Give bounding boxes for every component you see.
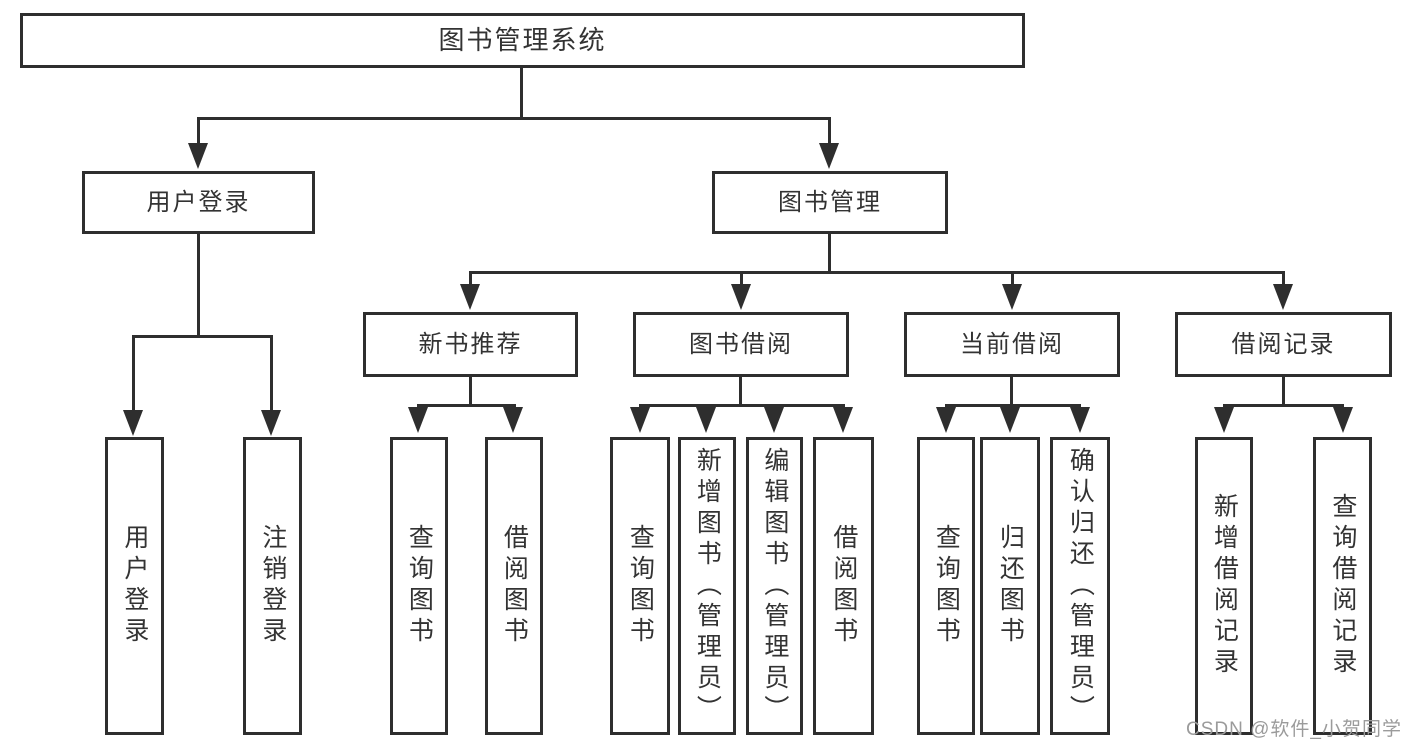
connector-line xyxy=(740,271,743,289)
connector-arrow-icon xyxy=(1000,407,1020,433)
connector-line xyxy=(197,232,200,338)
connector-arrow-icon xyxy=(1333,407,1353,433)
csdn-watermark: CSDN @软件_小贺同学 xyxy=(1186,719,1402,740)
node-query-books-borrow: 查询图书 xyxy=(610,437,670,735)
connector-arrow-icon xyxy=(630,407,650,433)
node-query-books-current: 查询图书 xyxy=(917,437,975,735)
connector-arrow-icon xyxy=(261,410,281,436)
connector-line xyxy=(469,375,472,407)
node-borrow-books-recommend: 借阅图书 xyxy=(485,437,543,735)
connector-arrow-icon xyxy=(936,407,956,433)
node-query-borrow-record: 查询借阅记录 xyxy=(1313,437,1372,735)
connector-line xyxy=(1010,375,1013,407)
connector-line xyxy=(417,404,516,407)
node-query-books-recommend: 查询图书 xyxy=(390,437,448,735)
connector-arrow-icon xyxy=(1070,407,1090,433)
node-add-borrow-record: 新增借阅记录 xyxy=(1195,437,1253,735)
connector-arrow-icon xyxy=(408,407,428,433)
connector-arrow-icon xyxy=(696,407,716,433)
connector-line xyxy=(469,271,472,289)
node-user-login-action: 用户登录 xyxy=(105,437,164,735)
connector-line xyxy=(197,117,831,120)
node-book-borrow: 图书借阅 xyxy=(633,312,849,377)
connector-line xyxy=(828,232,831,274)
node-user-login: 用户登录 xyxy=(82,171,315,234)
connector-arrow-icon xyxy=(1273,284,1293,310)
connector-line xyxy=(1282,375,1285,407)
connector-line xyxy=(1223,404,1344,407)
connector-line xyxy=(1011,271,1014,289)
node-add-book-admin: 新增图书（管理员） xyxy=(678,437,736,735)
connector-arrow-icon xyxy=(188,143,208,169)
connector-line xyxy=(270,335,273,413)
node-book-management: 图书管理 xyxy=(712,171,948,234)
node-root: 图书管理系统 xyxy=(20,13,1025,68)
connector-arrow-icon xyxy=(1002,284,1022,310)
connector-line xyxy=(739,375,742,407)
connector-arrow-icon xyxy=(819,143,839,169)
connector-line xyxy=(945,404,1081,407)
connector-line xyxy=(197,117,200,147)
node-new-book-recommend: 新书推荐 xyxy=(363,312,578,377)
connector-arrow-icon xyxy=(460,284,480,310)
node-borrow-books-action: 借阅图书 xyxy=(813,437,874,735)
node-borrow-records: 借阅记录 xyxy=(1175,312,1392,377)
connector-arrow-icon xyxy=(1214,407,1234,433)
connector-arrow-icon xyxy=(764,407,784,433)
connector-line xyxy=(639,404,845,407)
node-logout-action: 注销登录 xyxy=(243,437,302,735)
connector-line xyxy=(132,335,135,413)
node-edit-book-admin: 编辑图书（管理员） xyxy=(746,437,803,735)
connector-line xyxy=(469,271,1285,274)
connector-line xyxy=(132,335,273,338)
node-return-book: 归还图书 xyxy=(980,437,1040,735)
connector-arrow-icon xyxy=(503,407,523,433)
connector-arrow-icon xyxy=(123,410,143,436)
connector-arrow-icon xyxy=(731,284,751,310)
connector-line xyxy=(520,66,523,119)
connector-line xyxy=(1282,271,1285,289)
node-current-borrow: 当前借阅 xyxy=(904,312,1120,377)
connector-arrow-icon xyxy=(833,407,853,433)
connector-line xyxy=(828,117,831,147)
node-confirm-return-admin: 确认归还（管理员） xyxy=(1050,437,1110,735)
